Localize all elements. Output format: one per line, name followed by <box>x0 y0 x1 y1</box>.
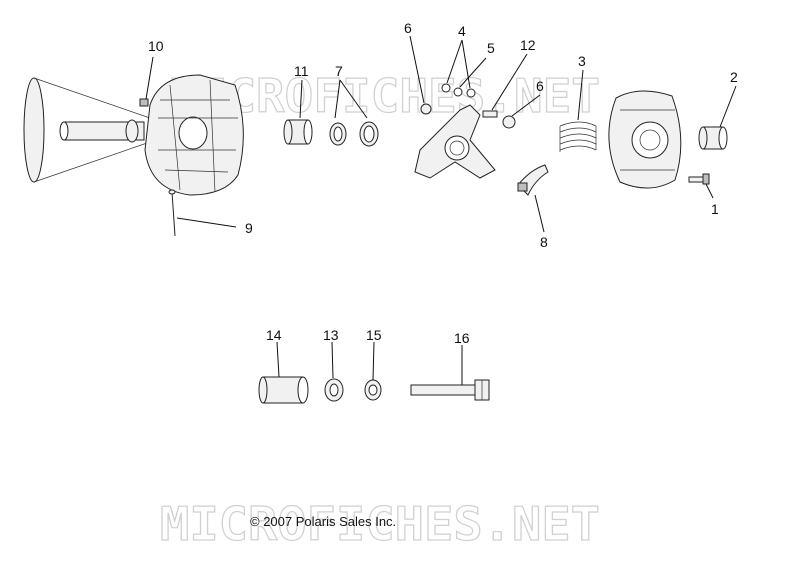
spider-assembly <box>414 104 496 179</box>
callout-13: 13 <box>323 327 339 343</box>
part-9-pin <box>168 189 176 237</box>
callout-4: 4 <box>458 23 466 39</box>
leader-lines <box>145 35 737 385</box>
callout-14: 14 <box>266 327 282 343</box>
callout-8: 8 <box>540 234 548 250</box>
callout-6-left: 6 <box>404 20 412 36</box>
part-1-bolt <box>688 173 710 185</box>
callout-16: 16 <box>454 330 470 346</box>
part-3-spring <box>559 121 597 152</box>
fixed-sheave-shaft <box>23 77 151 183</box>
part-14-spacer <box>258 376 309 404</box>
part-12-pin <box>482 110 498 118</box>
callout-3: 3 <box>578 53 586 69</box>
part-15-washer <box>364 379 382 401</box>
part-6-roller-left <box>420 103 432 115</box>
clutch-cover <box>608 90 682 189</box>
part-5-washer <box>453 87 463 97</box>
part-6-roller-right <box>502 115 516 129</box>
part-7-seals <box>329 121 379 147</box>
copyright-notice: © 2007 Polaris Sales Inc. <box>250 514 396 529</box>
part-8-shoe <box>517 164 549 196</box>
callout-11: 11 <box>294 63 309 79</box>
callout-2: 2 <box>730 69 738 85</box>
part-16-bolt <box>410 379 490 401</box>
callout-9: 9 <box>245 220 253 236</box>
callout-1: 1 <box>711 201 719 217</box>
part-4-rollers <box>441 83 476 98</box>
moveable-sheave <box>144 74 244 196</box>
callout-15: 15 <box>366 327 382 343</box>
callout-7: 7 <box>335 63 343 79</box>
part-2-bushing <box>698 126 728 150</box>
callout-12: 12 <box>520 37 536 53</box>
part-11-bushing <box>283 119 313 145</box>
watermark-bottom: MICROFICHES.NET <box>160 497 600 551</box>
callout-10: 10 <box>148 38 164 54</box>
part-10-nut <box>139 98 149 107</box>
callout-5: 5 <box>487 40 495 56</box>
callout-6-right: 6 <box>536 78 544 94</box>
part-13-washer <box>324 378 344 402</box>
